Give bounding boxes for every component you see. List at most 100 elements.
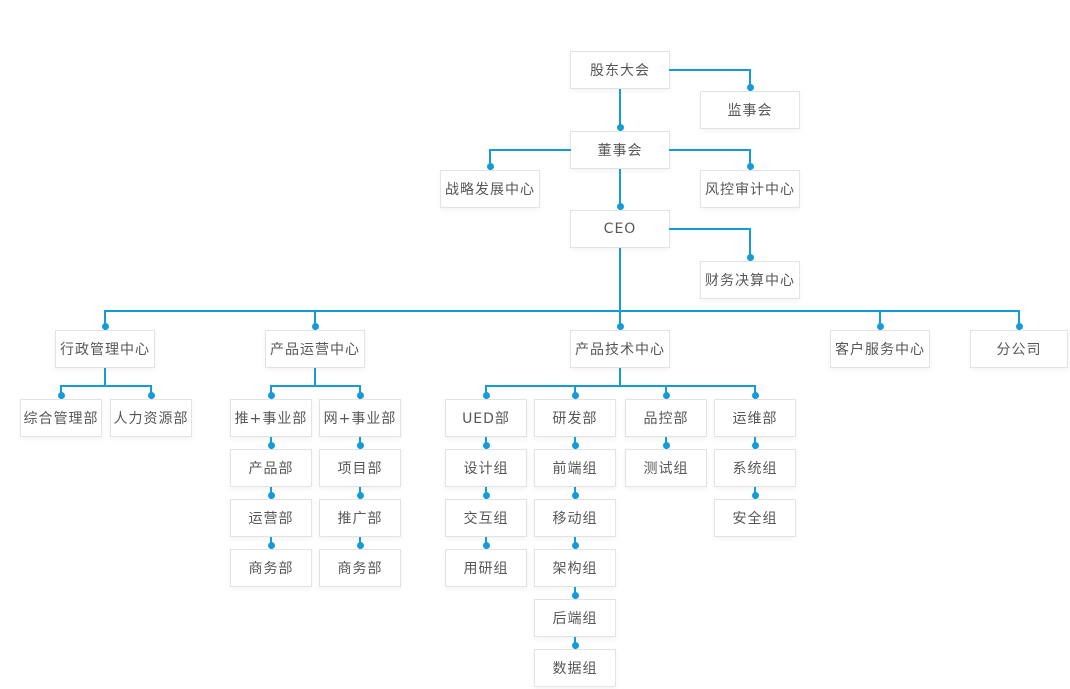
connector-dot — [616, 202, 624, 210]
connector-line — [669, 69, 751, 71]
connector-dot — [356, 491, 364, 499]
org-node-label: 运营部 — [248, 511, 294, 527]
connector-line — [489, 149, 571, 151]
org-node-label: 设计组 — [463, 461, 509, 477]
org-node-label: 推广部 — [337, 511, 383, 527]
connector-line — [619, 89, 621, 131]
connector-dot — [662, 391, 670, 399]
connector-dot — [746, 162, 754, 170]
org-node-label: 推+事业部 — [234, 411, 308, 427]
connector-dot — [101, 322, 109, 330]
connector-line — [619, 311, 621, 330]
org-node-risk-audit-center: 风控审计中心 — [700, 170, 800, 208]
org-node-label: 测试组 — [643, 461, 689, 477]
org-node-interaction-group: 交互组 — [445, 499, 527, 537]
connector-dot — [751, 491, 759, 499]
org-node-backend-group: 后端组 — [534, 599, 616, 637]
org-node-label: 董事会 — [597, 143, 643, 159]
connector-line — [60, 385, 152, 387]
connector-line — [619, 169, 621, 210]
org-node-architecture-group: 架构组 — [534, 549, 616, 587]
org-node-label: 研发部 — [552, 411, 598, 427]
org-node-label: 行政管理中心 — [60, 342, 150, 358]
connector-line — [749, 150, 751, 170]
org-node-ceo: CEO — [570, 210, 670, 248]
connector-dot — [571, 491, 579, 499]
org-node-project-dept: 项目部 — [319, 449, 401, 487]
connector-line — [1018, 311, 1020, 330]
org-node-general-mgmt-dept: 综合管理部 — [20, 399, 102, 437]
org-node-board-of-directors: 董事会 — [570, 131, 670, 169]
org-node-system-group: 系统组 — [714, 449, 796, 487]
org-node-label: 数据组 — [552, 661, 598, 677]
org-node-label: 项目部 — [337, 461, 383, 477]
org-node-customer-service-center: 客户服务中心 — [830, 330, 930, 368]
org-node-label: CEO — [603, 221, 637, 237]
org-node-operations-dept: 运营部 — [230, 499, 312, 537]
org-node-label: 人力资源部 — [113, 411, 189, 427]
org-node-label: 股东大会 — [590, 63, 650, 79]
connector-line — [104, 368, 106, 386]
org-node-mobile-group: 移动组 — [534, 499, 616, 537]
org-node-ops-dept: 运维部 — [714, 399, 796, 437]
org-node-branch-company: 分公司 — [970, 330, 1068, 368]
org-node-label: UED部 — [462, 411, 510, 427]
connector-line — [314, 311, 316, 330]
connector-dot — [267, 541, 275, 549]
org-node-label: 综合管理部 — [23, 411, 99, 427]
connector-line — [619, 248, 621, 311]
connector-dot — [482, 541, 490, 549]
connector-dot — [751, 441, 759, 449]
connector-line — [270, 385, 361, 387]
org-node-label: 网+事业部 — [323, 411, 397, 427]
connector-dot — [571, 441, 579, 449]
org-node-label: 财务决算中心 — [705, 273, 795, 289]
connector-line — [669, 149, 751, 151]
connector-dot — [486, 162, 494, 170]
connector-dot — [356, 441, 364, 449]
connector-dot — [267, 391, 275, 399]
connector-line — [749, 70, 751, 91]
org-node-hr-dept: 人力资源部 — [110, 399, 192, 437]
org-node-business-dept-b: 商务部 — [319, 549, 401, 587]
connector-dot — [482, 491, 490, 499]
connector-dot — [571, 391, 579, 399]
connector-dot — [1015, 322, 1023, 330]
connector-dot — [571, 641, 579, 649]
connector-dot — [876, 322, 884, 330]
org-node-testing-group: 测试组 — [625, 449, 707, 487]
org-node-tui-division: 推+事业部 — [230, 399, 312, 437]
org-node-label: 分公司 — [996, 342, 1042, 358]
connector-line — [104, 311, 106, 330]
org-node-wang-division: 网+事业部 — [319, 399, 401, 437]
org-node-product-ops-center: 产品运营中心 — [265, 330, 365, 368]
org-node-label: 战略发展中心 — [445, 182, 535, 198]
org-node-business-dept-a: 商务部 — [230, 549, 312, 587]
org-node-strategy-center: 战略发展中心 — [440, 170, 540, 208]
connector-line — [489, 150, 491, 170]
connector-line — [619, 368, 621, 386]
org-node-qc-dept: 品控部 — [625, 399, 707, 437]
org-node-supervisory-board: 监事会 — [700, 91, 800, 129]
connector-dot — [571, 591, 579, 599]
org-node-label: 运维部 — [732, 411, 778, 427]
connector-dot — [571, 541, 579, 549]
connector-dot — [616, 123, 624, 131]
org-node-label: 安全组 — [732, 511, 778, 527]
org-node-rd-dept: 研发部 — [534, 399, 616, 437]
org-node-label: 后端组 — [552, 611, 598, 627]
connector-line — [104, 310, 1020, 312]
connector-dot — [746, 253, 754, 261]
connector-dot — [746, 83, 754, 91]
org-node-finance-center: 财务决算中心 — [700, 261, 800, 299]
connector-line — [879, 311, 881, 330]
org-node-label: 前端组 — [552, 461, 598, 477]
org-node-label: 交互组 — [463, 511, 509, 527]
connector-dot — [311, 322, 319, 330]
connector-line — [749, 229, 751, 261]
connector-dot — [267, 491, 275, 499]
org-node-label: 商务部 — [248, 561, 294, 577]
org-node-label: 系统组 — [732, 461, 778, 477]
org-node-frontend-group: 前端组 — [534, 449, 616, 487]
org-node-label: 产品技术中心 — [575, 342, 665, 358]
